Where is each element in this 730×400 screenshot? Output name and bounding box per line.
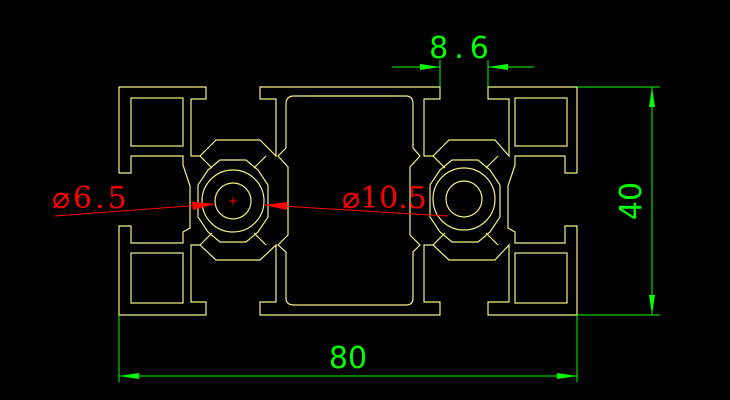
annotation-label-large-hole: ⌀10.5 — [342, 181, 427, 216]
rib — [432, 232, 446, 246]
right-core-boss — [429, 159, 501, 243]
center-mark — [229, 197, 237, 205]
rib — [485, 155, 499, 169]
dimension-overall-height: 40 — [577, 86, 660, 316]
central-chamber — [277, 95, 421, 306]
left-core-boss — [197, 159, 269, 243]
pocket-left-top — [130, 97, 184, 147]
annotation-small-hole: ⌀6.5 — [52, 181, 216, 217]
left-core-ring-outer — [201, 169, 265, 233]
dimension-slot-width: 8.6 — [392, 31, 534, 87]
pocket-left-bottom — [130, 252, 184, 304]
rib — [432, 155, 446, 169]
rib — [199, 155, 213, 169]
dimension-overall-width: 80 — [118, 315, 578, 382]
rib — [199, 232, 213, 246]
pocket-right-bottom — [514, 252, 568, 304]
annotation-large-hole: ⌀10.5 — [263, 181, 449, 217]
annotation-label-small-hole: ⌀6.5 — [52, 181, 130, 216]
rib — [253, 155, 267, 169]
rib — [485, 232, 499, 246]
right-core-hole — [445, 180, 483, 218]
rib — [253, 232, 267, 246]
dimension-label-80: 80 — [329, 341, 367, 376]
left-core-hole — [214, 182, 252, 220]
pocket-right-top — [514, 97, 568, 147]
dimension-label-40: 40 — [614, 182, 649, 220]
dimension-label-8-6: 8.6 — [429, 31, 495, 66]
right-core-ring-outer — [432, 167, 496, 231]
